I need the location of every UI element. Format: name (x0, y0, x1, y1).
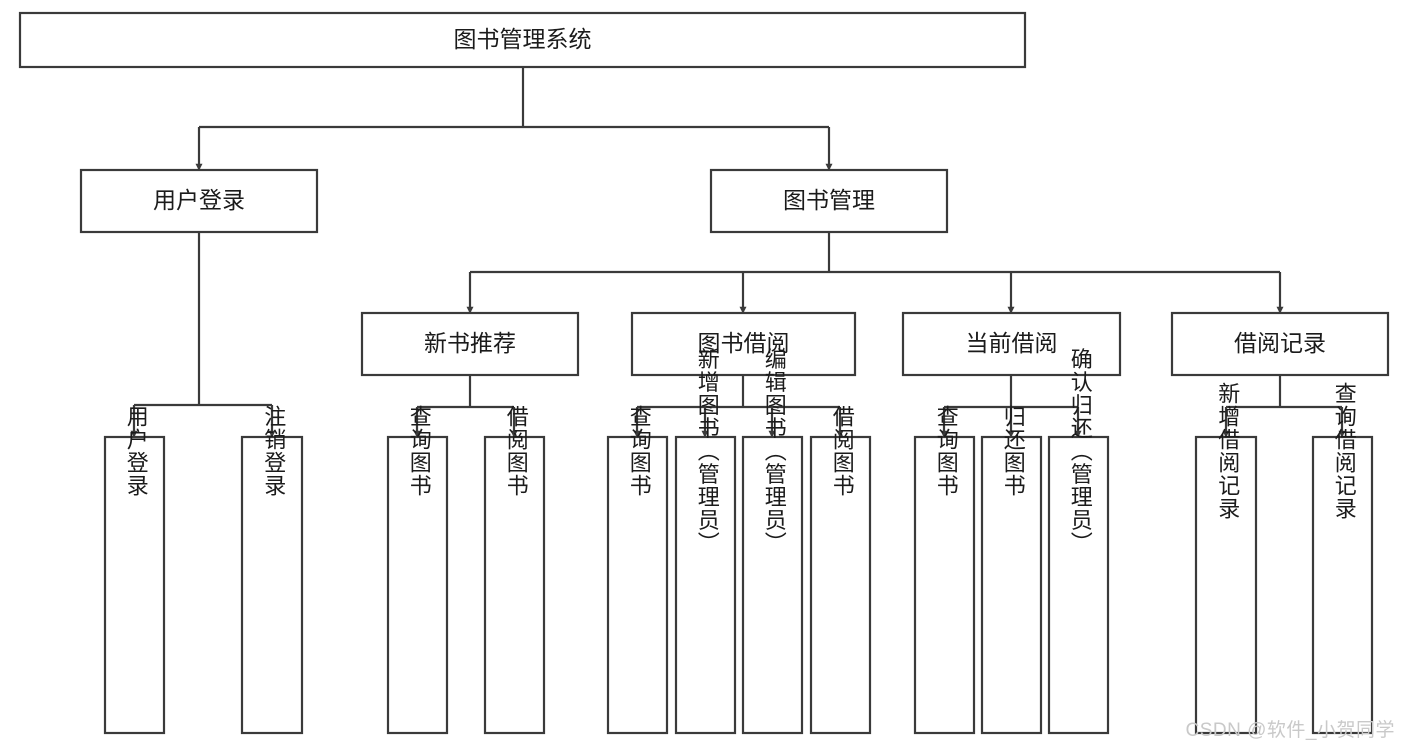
node-label: 新增图书（管理员） (695, 348, 720, 555)
node-box-rect[interactable] (980, 435, 1043, 735)
leaf-node-12[interactable]: 新增借阅记录 (1194, 382, 1258, 735)
node-box-rect[interactable] (386, 435, 449, 735)
level2-node-1[interactable]: 新书推荐 (360, 311, 580, 377)
node-label: 新增借阅记录 (1215, 382, 1240, 520)
node-label: 图书管理 (783, 187, 875, 213)
node-label: 用户登录 (124, 405, 149, 497)
level2-node-3[interactable]: 当前借阅 (901, 311, 1122, 377)
node-box-rect[interactable] (741, 435, 804, 735)
leaf-node-5[interactable]: 查询图书 (606, 405, 669, 735)
node-label: 注销登录 (261, 405, 286, 497)
watermark-text: CSDN @软件_小贺同学 (1185, 720, 1395, 741)
leaf-node-11[interactable]: 确认归还（管理员） (1047, 348, 1110, 735)
node-label: 查询借阅记录 (1332, 382, 1357, 520)
node-box-rect[interactable] (1047, 435, 1110, 735)
node-label: 编辑图书（管理员） (762, 348, 787, 555)
node-box-rect[interactable] (18, 11, 1027, 69)
leaf-node-3[interactable]: 查询图书 (386, 405, 449, 735)
node-label: 图书管理系统 (454, 26, 592, 52)
node-boxes: 图书管理系统用户登录图书管理新书推荐图书借阅当前借阅借阅记录用户登录注销登录查询… (18, 11, 1390, 735)
node-label: 归还图书 (1001, 405, 1026, 497)
node-box-rect[interactable] (709, 168, 949, 234)
level1-node-1[interactable]: 用户登录 (79, 168, 319, 234)
node-box-rect[interactable] (901, 311, 1122, 377)
node-label: 查询图书 (407, 405, 432, 497)
level2-node-2[interactable]: 图书借阅 (630, 311, 857, 377)
node-label: 借阅图书 (504, 405, 529, 497)
leaf-node-6[interactable]: 新增图书（管理员） (674, 348, 737, 735)
node-box-rect[interactable] (630, 311, 857, 377)
node-box-rect[interactable] (809, 435, 872, 735)
leaf-node-9[interactable]: 查询图书 (913, 405, 976, 735)
leaf-node-4[interactable]: 借阅图书 (483, 405, 546, 735)
root-node-1[interactable]: 图书管理系统 (18, 11, 1027, 69)
node-box-rect[interactable] (606, 435, 669, 735)
node-label: 借阅图书 (830, 405, 855, 497)
node-box-rect[interactable] (913, 435, 976, 735)
node-label: 新书推荐 (424, 330, 516, 356)
node-label: 借阅记录 (1234, 330, 1326, 356)
node-label: 当前借阅 (966, 330, 1058, 356)
leaf-node-1[interactable]: 用户登录 (103, 405, 166, 735)
node-label: 确认归还（管理员） (1068, 348, 1093, 555)
node-box-rect[interactable] (103, 435, 166, 735)
connector-lines (130, 67, 1346, 438)
node-box-rect[interactable] (240, 435, 304, 735)
node-box-rect[interactable] (1311, 435, 1374, 735)
node-box-rect[interactable] (1194, 435, 1258, 735)
node-box-rect[interactable] (483, 435, 546, 735)
node-box-rect[interactable] (360, 311, 580, 377)
node-box-rect[interactable] (1170, 311, 1390, 377)
leaf-node-8[interactable]: 借阅图书 (809, 405, 872, 735)
node-box-rect[interactable] (674, 435, 737, 735)
node-label: 用户登录 (153, 187, 245, 213)
level1-node-2[interactable]: 图书管理 (709, 168, 949, 234)
node-label: 查询图书 (934, 405, 959, 497)
node-label: 查询图书 (627, 405, 652, 497)
leaf-node-13[interactable]: 查询借阅记录 (1311, 382, 1374, 735)
node-box-rect[interactable] (79, 168, 319, 234)
leaf-node-2[interactable]: 注销登录 (240, 405, 304, 735)
leaf-node-7[interactable]: 编辑图书（管理员） (741, 348, 804, 735)
node-label: 图书借阅 (698, 330, 790, 356)
leaf-node-10[interactable]: 归还图书 (980, 405, 1043, 735)
level2-node-4[interactable]: 借阅记录 (1170, 311, 1390, 377)
